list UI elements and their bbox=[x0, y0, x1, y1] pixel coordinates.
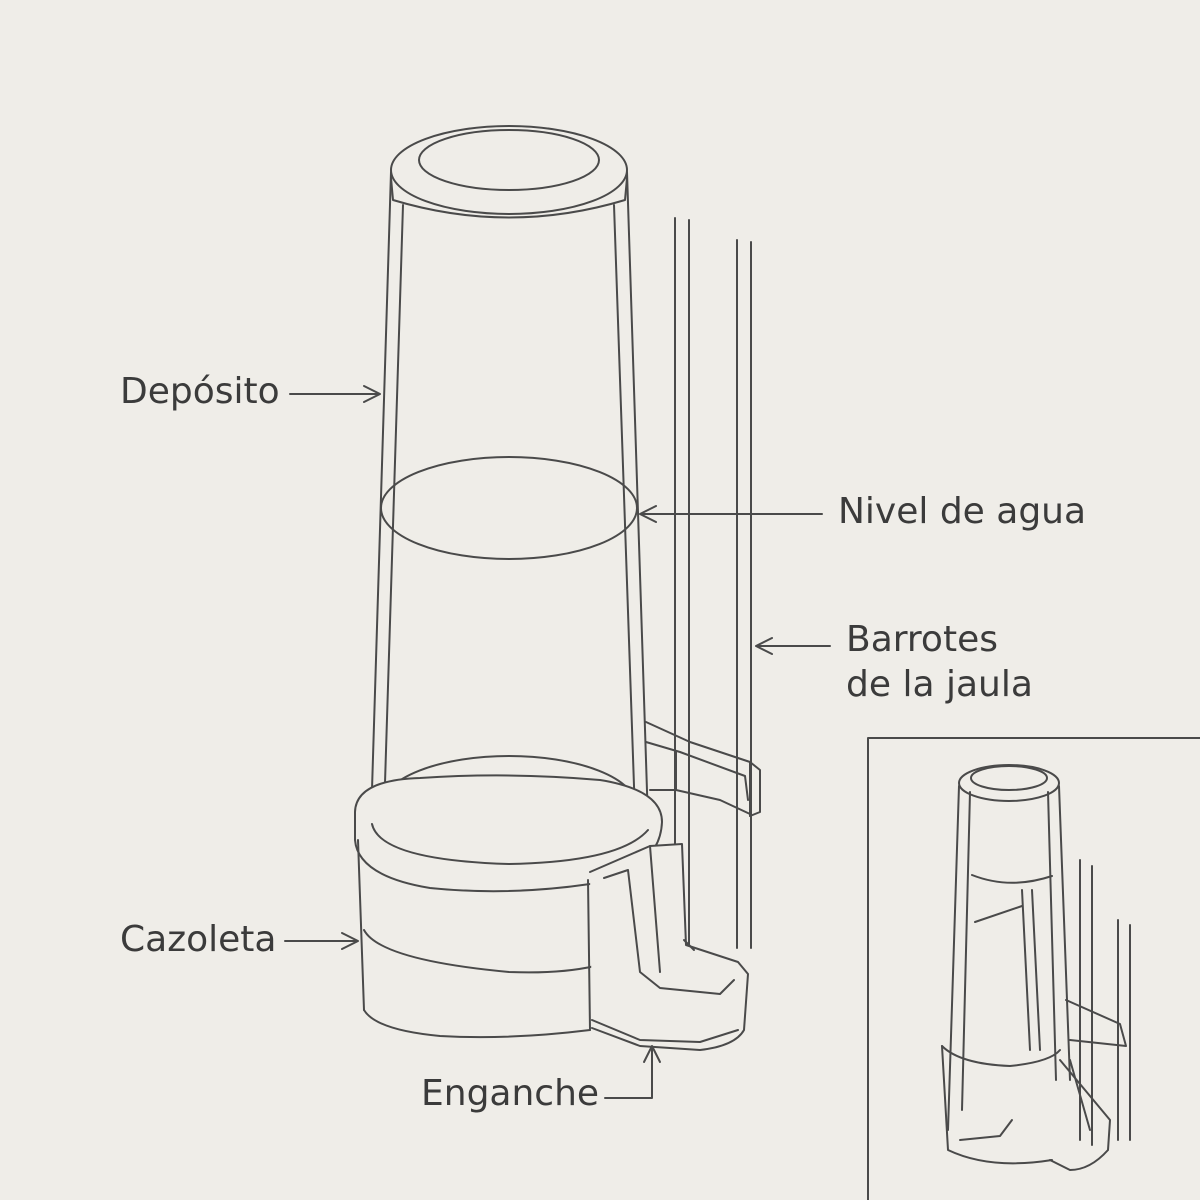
reservoir bbox=[370, 125, 649, 857]
label-barrotes-de-la-jaula: Barrotes de la jaula bbox=[846, 617, 1033, 707]
bowl bbox=[354, 774, 663, 1039]
cage-bars bbox=[674, 217, 752, 961]
label-barrotes-line1: Barrotes bbox=[846, 619, 998, 660]
label-deposito: Depósito bbox=[120, 371, 280, 412]
hook bbox=[589, 843, 749, 1051]
bracket bbox=[645, 721, 761, 817]
label-enganche: Enganche bbox=[421, 1073, 600, 1114]
label-cazoleta: Cazoleta bbox=[120, 919, 277, 960]
label-nivel-de-agua: Nivel de agua bbox=[838, 491, 1087, 532]
inset-view bbox=[867, 737, 1200, 1200]
label-barrotes-line2: de la jaula bbox=[846, 664, 1033, 705]
arrows bbox=[284, 385, 831, 1099]
